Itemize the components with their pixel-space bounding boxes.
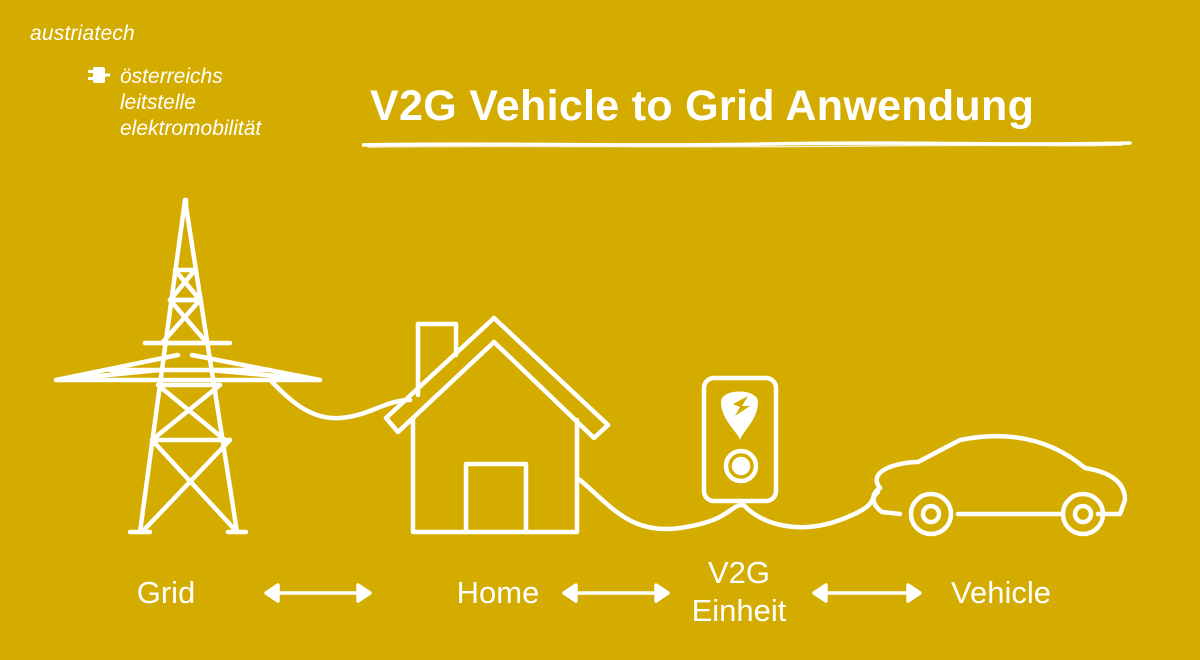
logo-line-2: leitstelle	[120, 91, 196, 114]
page-title: V2G Vehicle to Grid Anwendung	[370, 82, 1035, 130]
logo-subtitle: österreichs leitstelle elektromobilität	[88, 64, 262, 142]
label-vehicle: Vehicle	[951, 575, 1051, 610]
logo-brand: austriatech	[30, 22, 135, 45]
car-icon	[871, 433, 1128, 537]
house-icon	[383, 315, 611, 535]
label-v2g-line-1: V2G	[707, 555, 771, 590]
label-grid: Grid	[136, 575, 196, 610]
power-tower-icon	[53, 197, 413, 535]
arrow-home-v2g	[562, 583, 670, 603]
label-v2g-einheit: V2G Einheit	[672, 554, 806, 630]
arrow-v2g-vehicle	[812, 583, 922, 603]
logo-line-1: österreichs	[120, 65, 223, 88]
cable-home-charger	[577, 477, 745, 532]
cable-charger-car	[739, 489, 881, 530]
label-home: Home	[456, 575, 540, 610]
austriatech-logo: austriatech österreichs leitstelle elekt…	[30, 22, 261, 140]
charging-station-icon	[701, 375, 779, 504]
logo-line-3: elektromobilität	[120, 117, 262, 140]
arrow-grid-home	[264, 583, 372, 603]
plug-icon	[88, 67, 110, 83]
label-v2g-line-2: Einheit	[691, 593, 787, 628]
title-underline	[362, 141, 1132, 148]
